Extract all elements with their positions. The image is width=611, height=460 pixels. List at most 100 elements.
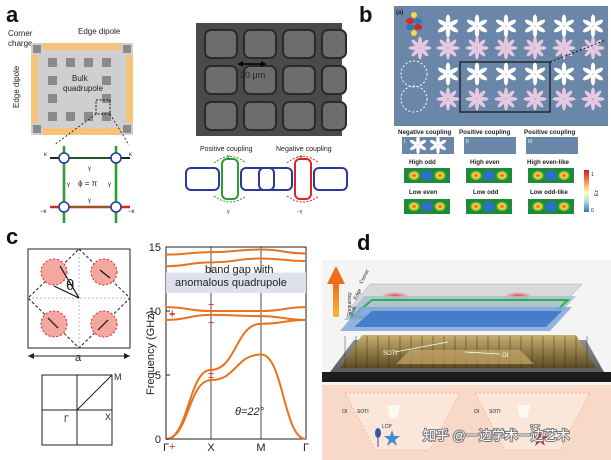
negative-coupling-label: Negative coupling	[276, 146, 332, 153]
colorbar-label: Ez	[594, 190, 600, 196]
mode-label-low-odd: Low odd	[473, 189, 499, 196]
panel-d-label: d	[357, 230, 370, 255]
x-tick-label: Γ	[163, 442, 169, 454]
kappa-label-right: κ	[129, 152, 133, 158]
corner-charge-label-2: charge	[8, 39, 33, 48]
x-tick-label: M	[256, 442, 265, 454]
gamma-left-label: γ	[67, 182, 70, 188]
panel-d: d Frequency Corner Edge Bulk	[322, 230, 611, 460]
quadrupole-lattice	[31, 43, 133, 135]
bz-label-m: M	[114, 372, 122, 382]
kappa-label-left: κ	[44, 152, 48, 158]
bz-label-x: X	[105, 412, 111, 422]
panel-b-sub-label: (a)	[396, 10, 403, 16]
panel-b-label: b	[359, 2, 372, 27]
parity-sign: +	[208, 368, 214, 380]
roman-ii: II	[466, 139, 469, 145]
parity-sign: −	[208, 372, 214, 384]
bottom-right-rcp: RCP	[530, 424, 541, 430]
roman-i: I	[404, 139, 405, 145]
frequency-label: Frequency	[347, 292, 353, 316]
negative-gamma-top: −γ	[297, 154, 303, 160]
gamma-right-label: γ	[108, 182, 111, 188]
positive-coupling-label: Positive coupling	[200, 146, 253, 153]
mode-label-low-odd-like: Low odd-like	[530, 189, 568, 196]
theta-symbol: θ	[66, 277, 74, 294]
soti-label: SOTI	[383, 351, 397, 357]
bulk-label-1: Bulk	[72, 74, 89, 83]
watermark-text: 知乎 @一边学术一边艺术	[423, 428, 570, 443]
gamma-top-label: γ	[88, 166, 91, 172]
bottom-right-oi: OI	[474, 409, 479, 415]
mode-label-high-even-like: High even-like	[527, 159, 570, 166]
parity-sign: +	[169, 309, 175, 321]
frequency-arrow	[327, 266, 345, 317]
band-gap-region	[166, 272, 306, 294]
panel-a: a Corner charge Edge dipole Edge dipole	[6, 2, 348, 223]
gamma-bottom-label: γ	[88, 198, 91, 204]
chart-frame	[165, 246, 307, 440]
neg-kappa-label-right: −κ	[128, 209, 136, 215]
bulk-label-2: quadrupole	[63, 84, 104, 93]
parity-sign: +	[169, 308, 175, 320]
y-tick-label: 10	[149, 306, 161, 318]
coupling-header-positive-1: Positive coupling	[459, 129, 510, 136]
unit-cell-schematic	[27, 248, 131, 359]
parity-sign: −	[208, 317, 214, 329]
corner-charge-label-1: Corner	[8, 29, 33, 38]
mode-label-high-odd: High odd	[409, 159, 436, 166]
metasurface-pillars	[330, 335, 604, 372]
parity-sign: −	[208, 299, 214, 311]
mode-field-maps-row2	[404, 199, 574, 214]
phi-label: ϕ = π	[78, 179, 98, 188]
panel-b: b (a) Negative coupling Positive couplin…	[359, 2, 608, 214]
panel-c: c θ a	[6, 224, 309, 454]
colorbar-tick-min: 0	[591, 208, 594, 214]
band-line	[165, 306, 307, 312]
gap-annotation-2: anomalous quadrupole	[175, 277, 287, 289]
bz-label-gamma: Γ	[64, 414, 69, 424]
mode-field-maps-row1	[404, 168, 574, 183]
oi-label: OI	[502, 353, 509, 359]
bottom-left-oi: OI	[342, 409, 347, 415]
panel-a-label: a	[6, 2, 19, 27]
brillouin-zone	[41, 374, 113, 446]
band-line	[165, 257, 307, 268]
neg-kappa-label-left: −κ	[40, 209, 48, 215]
negative-gamma-bottom: −γ	[297, 209, 303, 215]
positive-gamma-top: γ	[227, 154, 230, 160]
positive-coupling-diagram	[185, 156, 275, 203]
bulk-layer	[340, 307, 572, 331]
band-line	[165, 353, 307, 440]
lattice-constant-label: a	[75, 352, 82, 364]
x-tick-label: X	[207, 442, 215, 454]
mode-label-low-even: Low even	[409, 189, 437, 196]
edge-dipole-top-label: Edge dipole	[78, 27, 121, 36]
lcp-rcp-schematic	[322, 385, 611, 460]
negative-coupling-diagram	[258, 156, 348, 203]
mode-label-high-even: High even	[470, 159, 500, 166]
flower-lattice	[400, 12, 607, 113]
colorbar-tick-max: 1	[591, 172, 594, 178]
band-line	[165, 318, 307, 440]
layer-label-edge: Edge	[352, 288, 363, 301]
edge-dipole-left-label: Edge dipole	[12, 65, 21, 108]
band-line	[165, 248, 307, 256]
unit-cell-thumbnails	[402, 135, 578, 155]
parity-sign: +	[169, 441, 175, 453]
y-tick-label: 5	[155, 370, 161, 382]
microscope-image	[196, 23, 347, 136]
bottom-left-soti: SOTI	[357, 409, 369, 415]
positive-gamma-bottom: γ	[227, 209, 230, 215]
y-tick-label: 0	[155, 434, 161, 446]
band-line	[165, 313, 307, 321]
bottom-left-lcp: LCP	[382, 424, 392, 430]
coupling-header-negative: Negative coupling	[398, 129, 452, 136]
bottom-right-soti: SOTI	[489, 409, 501, 415]
panel-c-label: c	[6, 224, 18, 249]
gap-annotation-1: band gap with	[205, 264, 274, 276]
y-tick-label: 15	[149, 242, 161, 254]
coupling-header-positive-2: Positive coupling	[524, 129, 575, 136]
